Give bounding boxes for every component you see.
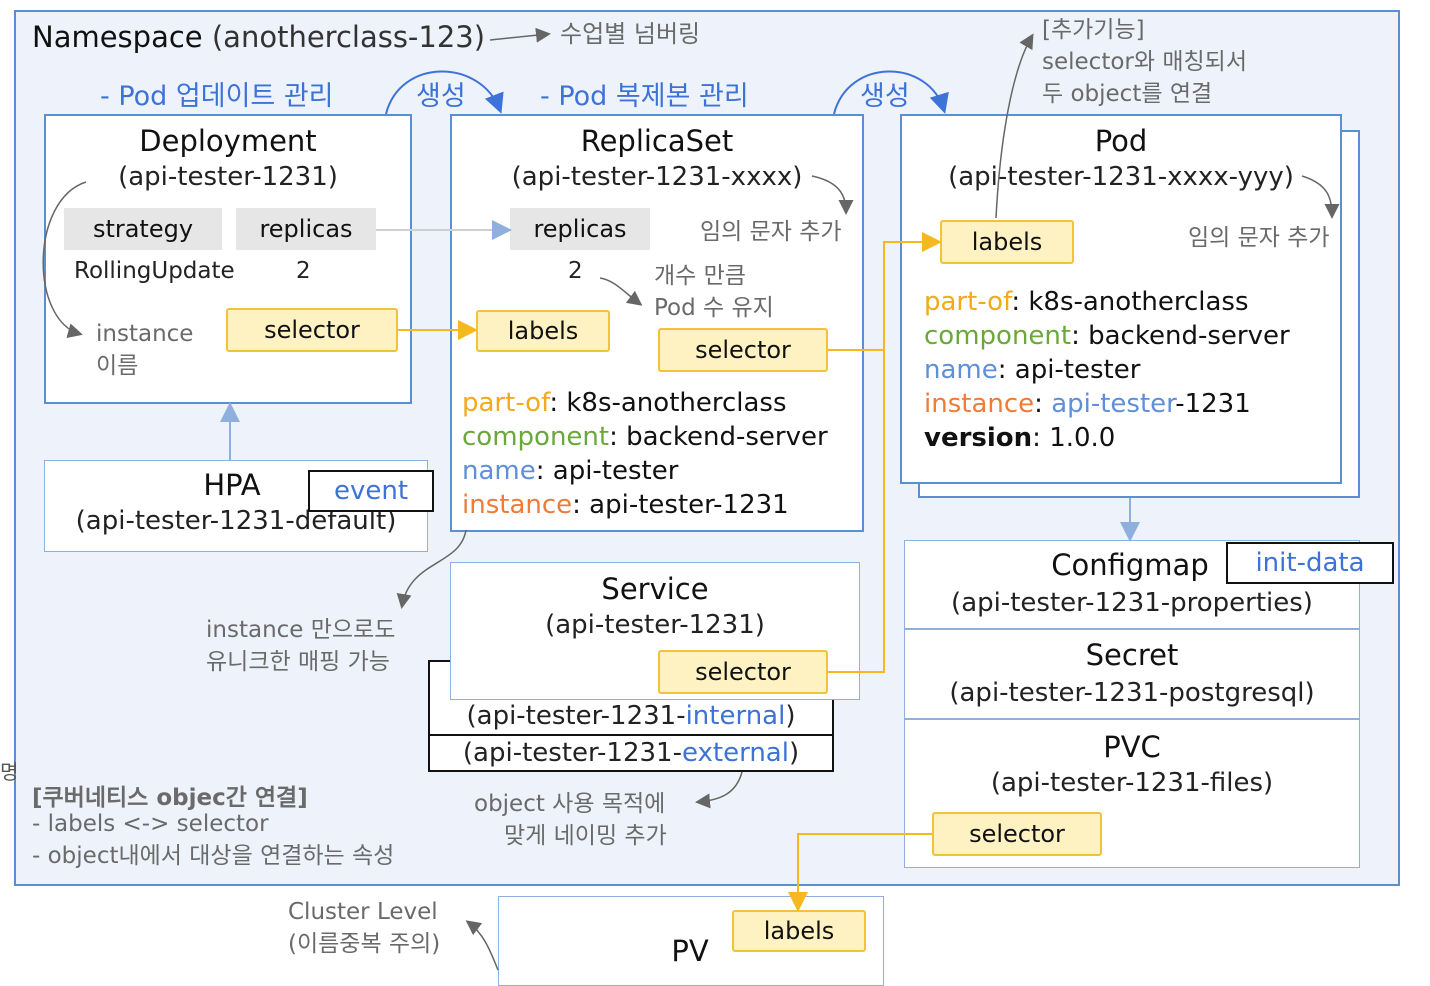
configmap-name: (api-tester-1231-properties) [951,588,1313,618]
label-instance: instance: api-tester-1231 [462,490,789,520]
configmap-init-data-tag: init-data [1226,542,1394,584]
divider-2 [904,718,1360,720]
service-name: (api-tester-1231) [545,610,765,640]
create-label-2: 생성 [860,81,910,112]
edge-char: 명 [0,760,19,784]
deployment-selector: selector [226,308,398,352]
replicaset-random-note: 임의 문자 추가 [700,219,842,245]
count-note: 개수 만큼 Pod 수 유지 [654,263,774,321]
pod-label-name: name: api-tester [924,355,1141,385]
replicaset-selector: selector [658,328,828,372]
replicas-field: replicas [236,208,376,250]
service-title: Service [601,572,709,606]
hpa-event-tag: event [308,470,434,512]
pod-name: (api-tester-1231-xxxx-yyy) [948,162,1294,192]
instance-unique-note: instance 만으로도 유니크한 매핑 가능 [206,617,396,675]
instance-name-note: instance 이름 [96,321,194,379]
replicaset-replicas-value: 2 [568,258,583,284]
replicas-value: 2 [296,258,311,284]
pv-title: PV [671,934,709,968]
deployment-box [44,114,412,404]
hpa-title: HPA [203,468,261,502]
pod-label-component: component: backend-server [924,321,1290,351]
replicaset-replicas-field: replicas [510,208,650,250]
pod-title: Pod [1094,124,1148,158]
strategy-field: strategy [64,208,222,250]
configmap-title: Configmap [1051,548,1209,582]
label-component: component: backend-server [462,422,828,452]
pod-random-note: 임의 문자 추가 [1188,225,1330,251]
replicaset-label-list: part-of: k8s-anotherclass component: bac… [462,386,828,522]
naming-note: object 사용 목적에 맞게 네이밍 추가 [474,791,667,849]
pod-label-version: version: 1.0.0 [924,423,1116,453]
pod-labels: labels [940,220,1074,264]
pvc-selector: selector [932,812,1102,856]
namespace-title: Namespace (anotherclass-123) [32,20,486,54]
legend-title: [쿠버네티스 objec간 연결] [32,785,308,811]
secret-title: Secret [1085,638,1179,672]
service-internal-text: (api-tester-1231-internal) [466,701,796,731]
pod-label-list: part-of: k8s-anotherclass component: bac… [924,285,1290,455]
deployment-role: - Pod 업데이트 관리 [100,81,334,112]
cluster-level-note: Cluster Level (이름중복 주의) [288,899,441,957]
replicaset-labels: labels [476,310,610,352]
pv-labels: labels [732,910,866,952]
create-label-1: 생성 [416,81,466,112]
legend-lines: - labels <-> selector - object내에서 대상을 연결… [32,811,395,869]
feature-note: [추가기능] selector와 매칭되서 두 object를 연결 [1042,17,1247,107]
service-selector: selector [658,650,828,694]
pod-label-instance: instance: api-tester-1231 [924,389,1251,419]
namespace-note: 수업별 넘버링 [560,20,701,48]
service-external-row: (api-tester-1231-external) [428,734,834,772]
replicaset-name: (api-tester-1231-xxxx) [511,162,803,192]
strategy-value: RollingUpdate [74,258,235,284]
pvc-name: (api-tester-1231-files) [990,768,1274,798]
deployment-title: Deployment [139,124,317,158]
divider-1 [904,628,1360,630]
deployment-name: (api-tester-1231) [118,162,338,192]
secret-name: (api-tester-1231-postgresql) [949,678,1315,708]
pod-label-part-of: part-of: k8s-anotherclass [924,287,1249,317]
label-part-of: part-of: k8s-anotherclass [462,388,787,418]
label-name: name: api-tester [462,456,679,486]
replicaset-role: - Pod 복제본 관리 [540,81,749,112]
pvc-title: PVC [1103,730,1161,764]
replicaset-title: ReplicaSet [580,124,734,158]
